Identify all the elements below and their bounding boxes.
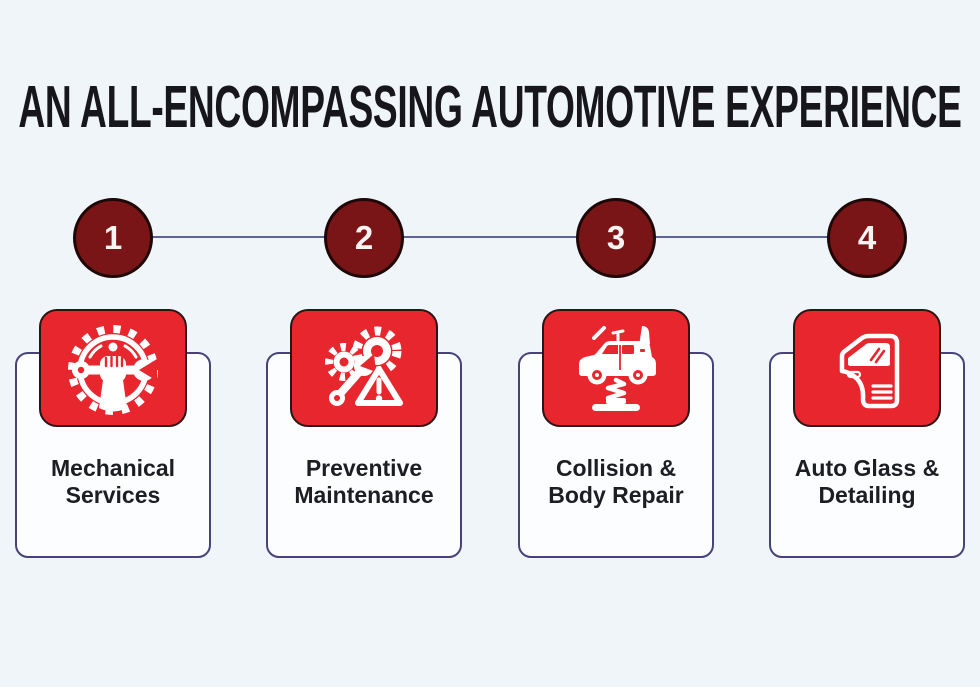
icon-box <box>290 309 438 427</box>
car-door-glass-icon <box>839 333 900 409</box>
icon-box <box>542 309 690 427</box>
service-label-line2: Services <box>65 482 161 508</box>
step-number: 2 <box>354 219 374 256</box>
service-label-line2: Body Repair <box>548 482 684 508</box>
step-number-circle: 4 <box>827 198 907 278</box>
service-label-line1: Collision & <box>555 455 677 481</box>
service-label-line2: Maintenance <box>294 482 434 508</box>
step-number: 4 <box>857 219 877 256</box>
step-number: 1 <box>103 219 123 256</box>
icon-box <box>793 309 941 427</box>
step-number-circle: 2 <box>324 198 404 278</box>
service-label-line2: Detailing <box>818 482 916 508</box>
service-label-line1: Mechanical <box>51 455 175 481</box>
step-number-circle: 3 <box>576 198 656 278</box>
gear-wrench-warning-icon <box>325 326 403 406</box>
car-on-lift-icon <box>579 326 656 411</box>
timeline-connector-line <box>113 236 867 238</box>
service-label-line1: Auto Glass & <box>794 455 940 481</box>
step-number-circle: 1 <box>73 198 153 278</box>
step-number: 3 <box>606 219 626 256</box>
icon-box <box>39 309 187 427</box>
gear-hand-wrench-icon <box>68 325 158 415</box>
service-label-line1: Preventive <box>305 455 423 481</box>
page-title: AN ALL-ENCOMPASSING AUTOMOTIVE EXPERIENC… <box>18 74 962 140</box>
